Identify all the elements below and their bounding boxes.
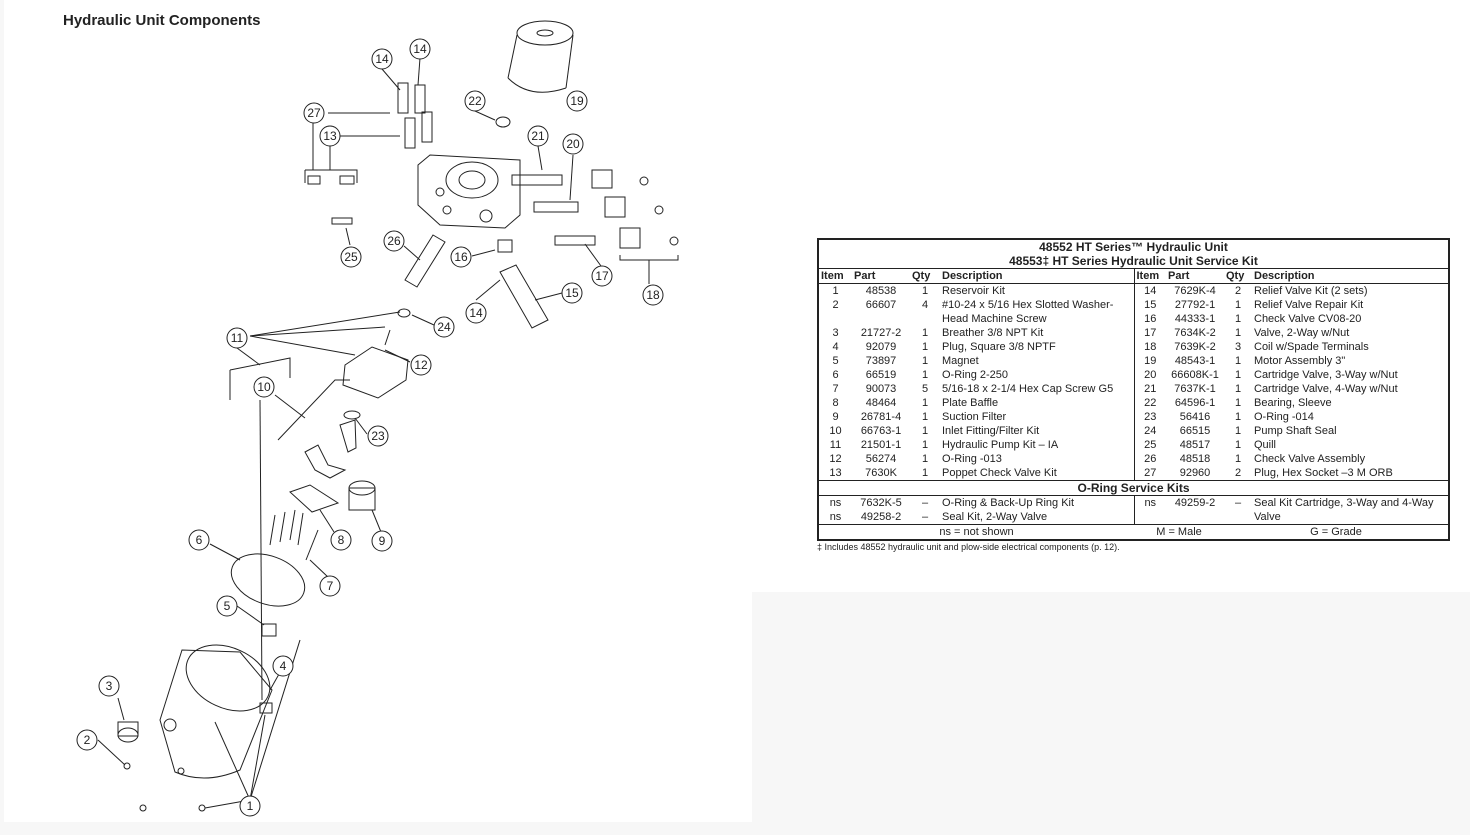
callout-12: 12	[414, 358, 428, 372]
table-row: 11 21501-1 1 Hydraulic Pump Kit – IA 25 …	[829, 438, 1277, 452]
oring-row: ns 49258-2 – Seal Kit, 2-Way Valve	[829, 511, 1048, 523]
legend-male: M = Male	[1134, 524, 1224, 540]
callout-19: 19	[570, 94, 584, 108]
table-row: 4 92079 1 Plug, Square 3/8 NPTF 18 7639K…	[832, 340, 1369, 354]
table-row: 5 73897 1 Magnet 19 48543-1 1 Motor Asse…	[832, 354, 1346, 368]
table-row: 12 56274 1 O-Ring -013 26 48518 1 Check …	[829, 452, 1366, 466]
callout-20: 20	[566, 137, 580, 151]
callout-22: 22	[468, 94, 482, 108]
col-description: Description	[940, 268, 1134, 284]
callout-14a: 14	[375, 52, 389, 66]
callout-17: 17	[595, 269, 609, 283]
legend-row: ns = not shown M = Male G = Grade	[818, 524, 1449, 540]
callout-13: 13	[323, 129, 337, 143]
callout-2: 2	[84, 733, 91, 747]
legend-ns: ns = not shown	[818, 524, 1134, 540]
callout-10: 10	[257, 380, 271, 394]
col-qty-r: Qty	[1224, 268, 1252, 284]
table-title-1: 48552 HT Series™ Hydraulic Unit	[1039, 240, 1228, 254]
callout-balloons	[76, 38, 664, 817]
callout-26: 26	[387, 234, 401, 248]
callout-1: 1	[247, 799, 254, 813]
callout-15: 15	[565, 286, 579, 300]
callout-14b: 14	[413, 42, 427, 56]
col-qty: Qty	[910, 268, 940, 284]
exploded-diagram: 14 14 22 19 27 13 21 20 26 16 25 17 18 1…	[76, 20, 679, 817]
col-part-r: Part	[1166, 268, 1224, 284]
legend-grade: G = Grade	[1224, 524, 1449, 540]
callout-24: 24	[437, 320, 451, 334]
table-row: 9 26781-4 1 Suction Filter 23 56416 1 O-…	[832, 410, 1314, 424]
col-description-r: Description	[1252, 268, 1449, 284]
oring-row: ns 7632K-5 – O-Ring & Back-Up Ring Kit n…	[829, 495, 1434, 525]
callout-3: 3	[106, 679, 113, 693]
callout-14c: 14	[469, 306, 483, 320]
page-title: Hydraulic Unit Components	[63, 12, 261, 29]
callout-labels: 14 14 22 19 27 13 21 20 26 16 25 17 18 1…	[84, 42, 660, 813]
callout-8: 8	[338, 533, 345, 547]
callout-25: 25	[344, 250, 358, 264]
table-row: 6 66519 1 O-Ring 2-250 20 66608K-1 1 Car…	[832, 368, 1398, 382]
col-part: Part	[852, 268, 910, 284]
table-row: 1 48538 1 Reservoir Kit 14 7629K-4 2 Rel…	[832, 283, 1368, 298]
callout-6: 6	[196, 533, 203, 547]
table-title-2: 48553‡ HT Series Hydraulic Unit Service …	[818, 254, 1449, 269]
callout-7: 7	[327, 579, 334, 593]
table-row: 13 7630K 1 Poppet Check Valve Kit 27 929…	[829, 466, 1393, 481]
callout-27: 27	[307, 106, 321, 120]
table-row: 10 66763-1 1 Inlet Fitting/Filter Kit 24…	[829, 424, 1337, 438]
table-row: 7 90073 5 5/16-18 x 2-1/4 Hex Cap Screw …	[832, 382, 1398, 396]
table-row: 8 48464 1 Plate Baffle 22 64596-1 1 Bear…	[832, 396, 1332, 410]
col-item: Item	[818, 268, 852, 284]
diagram-page	[4, 0, 752, 822]
table-row: 3 21727-2 1 Breather 3/8 NPT Kit 17 7634…	[832, 326, 1350, 340]
oring-section-header: O-Ring Service Kits	[818, 480, 1449, 496]
callout-11: 11	[231, 331, 244, 345]
callout-5: 5	[224, 599, 231, 613]
footnote: ‡ Includes 48552 hydraulic unit and plow…	[817, 542, 1120, 552]
table-row: 2 66607 4 #10-24 x 5/16 Hex Slotted Wash…	[832, 298, 1364, 325]
callout-18: 18	[646, 288, 660, 302]
parts-table-container: 48552 HT Series™ Hydraulic Unit 48553‡ H…	[817, 238, 1450, 552]
callout-16: 16	[454, 250, 468, 264]
oring-section-title: O-Ring Service Kits	[818, 480, 1449, 496]
callout-23: 23	[371, 429, 385, 443]
callout-21: 21	[531, 129, 545, 143]
callout-4: 4	[280, 659, 287, 673]
table-header-row: Item Part Qty Description Item Part Qty …	[818, 268, 1449, 284]
col-item-r: Item	[1133, 268, 1166, 284]
parts-table: 48552 HT Series™ Hydraulic Unit 48553‡ H…	[817, 238, 1450, 541]
table-row: 16 44333-1 1 Check Valve CV08-20	[818, 312, 1449, 326]
callout-9: 9	[379, 534, 386, 548]
